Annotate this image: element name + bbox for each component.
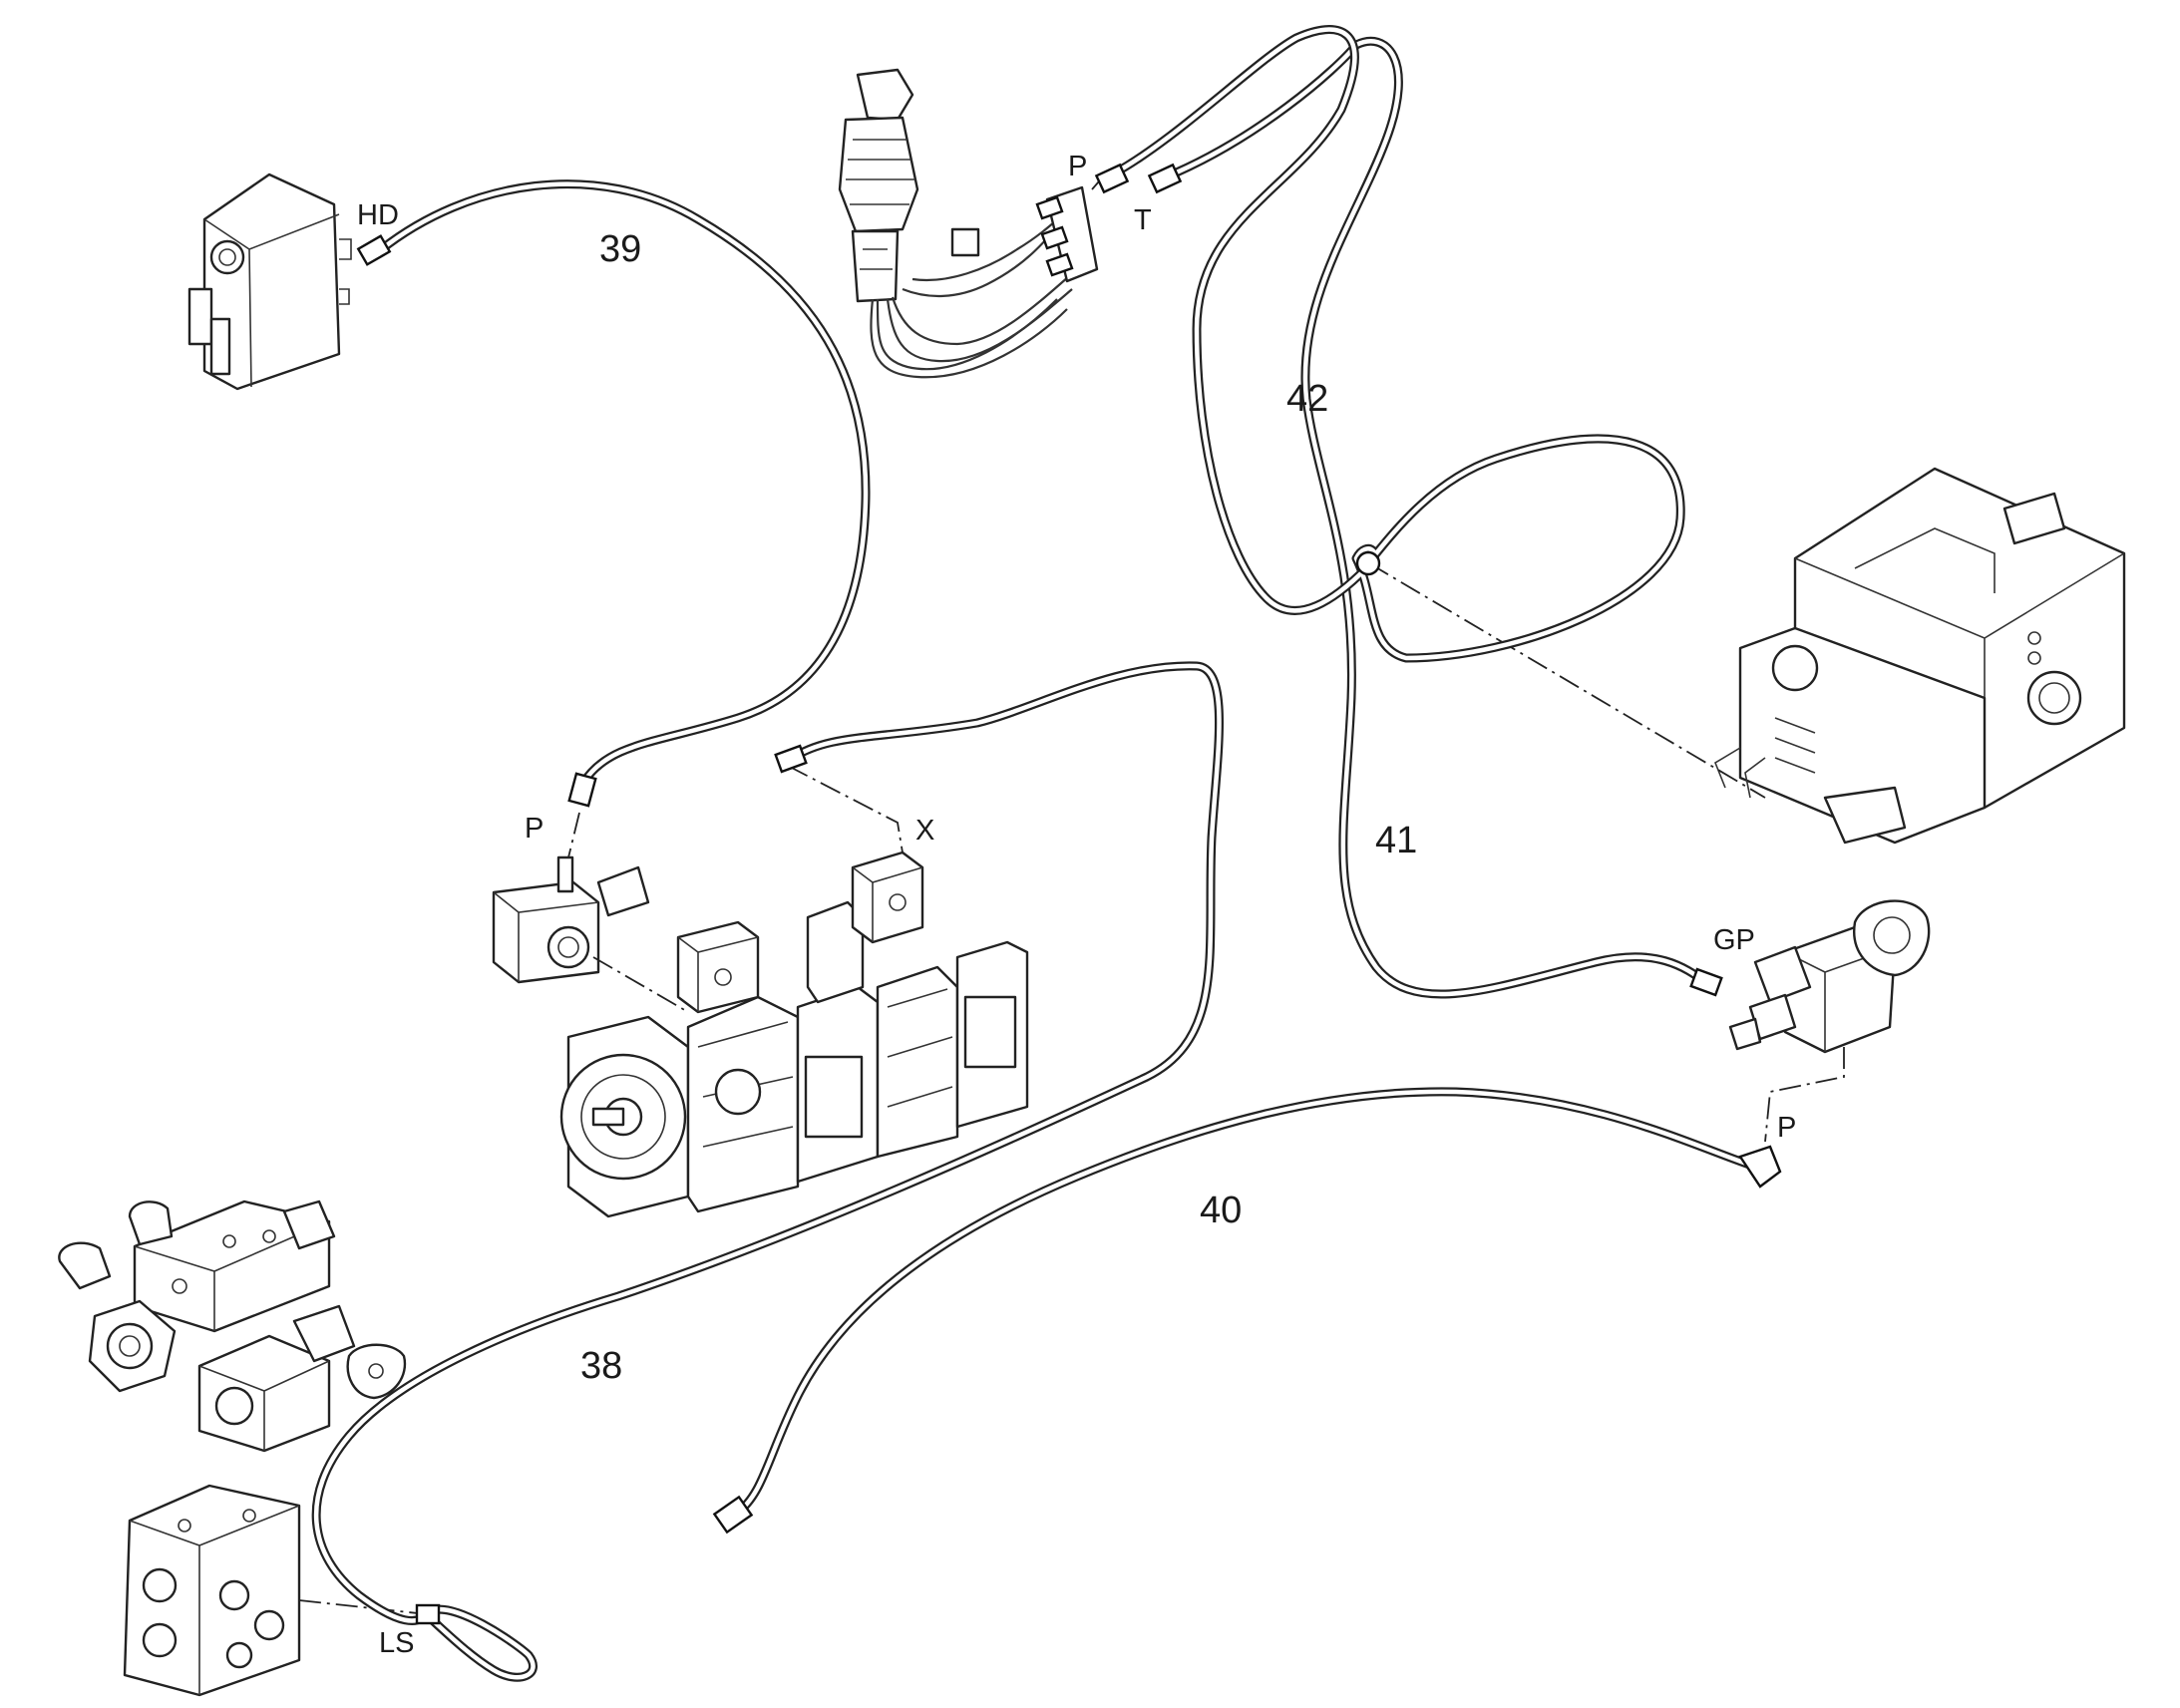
tandem-pump [559, 851, 1029, 1218]
callout-42: 42 [1286, 378, 1328, 420]
connection-leaders [298, 173, 1845, 1615]
hose-fittings [356, 163, 1782, 1625]
callout-40: 40 [1200, 1190, 1242, 1231]
pressure-block [492, 855, 650, 984]
joystick-pilot-valve [838, 68, 1099, 379]
hoses [311, 25, 1760, 1682]
port-label-p-joystick: P [1068, 151, 1087, 182]
gp-valve [1728, 899, 1931, 1054]
callout-38: 38 [580, 1345, 622, 1387]
port-label-gp: GP [1713, 924, 1755, 956]
port-label-p-block: P [525, 813, 544, 845]
hydraulic-tank [1714, 467, 2126, 845]
steering-valve-group [58, 1199, 407, 1453]
hose-callouts: 38 39 40 41 42 [580, 228, 1417, 1387]
port-label-p-valve: P [1777, 1112, 1796, 1144]
port-labels: HD P T P X GP P LS [357, 151, 1796, 1659]
control-box-hd [187, 172, 352, 391]
port-label-ls: LS [379, 1627, 414, 1659]
ls-valve-block [123, 1484, 301, 1697]
port-label-x: X [915, 815, 934, 847]
callout-39: 39 [599, 228, 641, 270]
callout-41: 41 [1375, 820, 1417, 861]
port-label-t-joystick: T [1134, 204, 1152, 236]
port-label-hd: HD [357, 199, 399, 231]
